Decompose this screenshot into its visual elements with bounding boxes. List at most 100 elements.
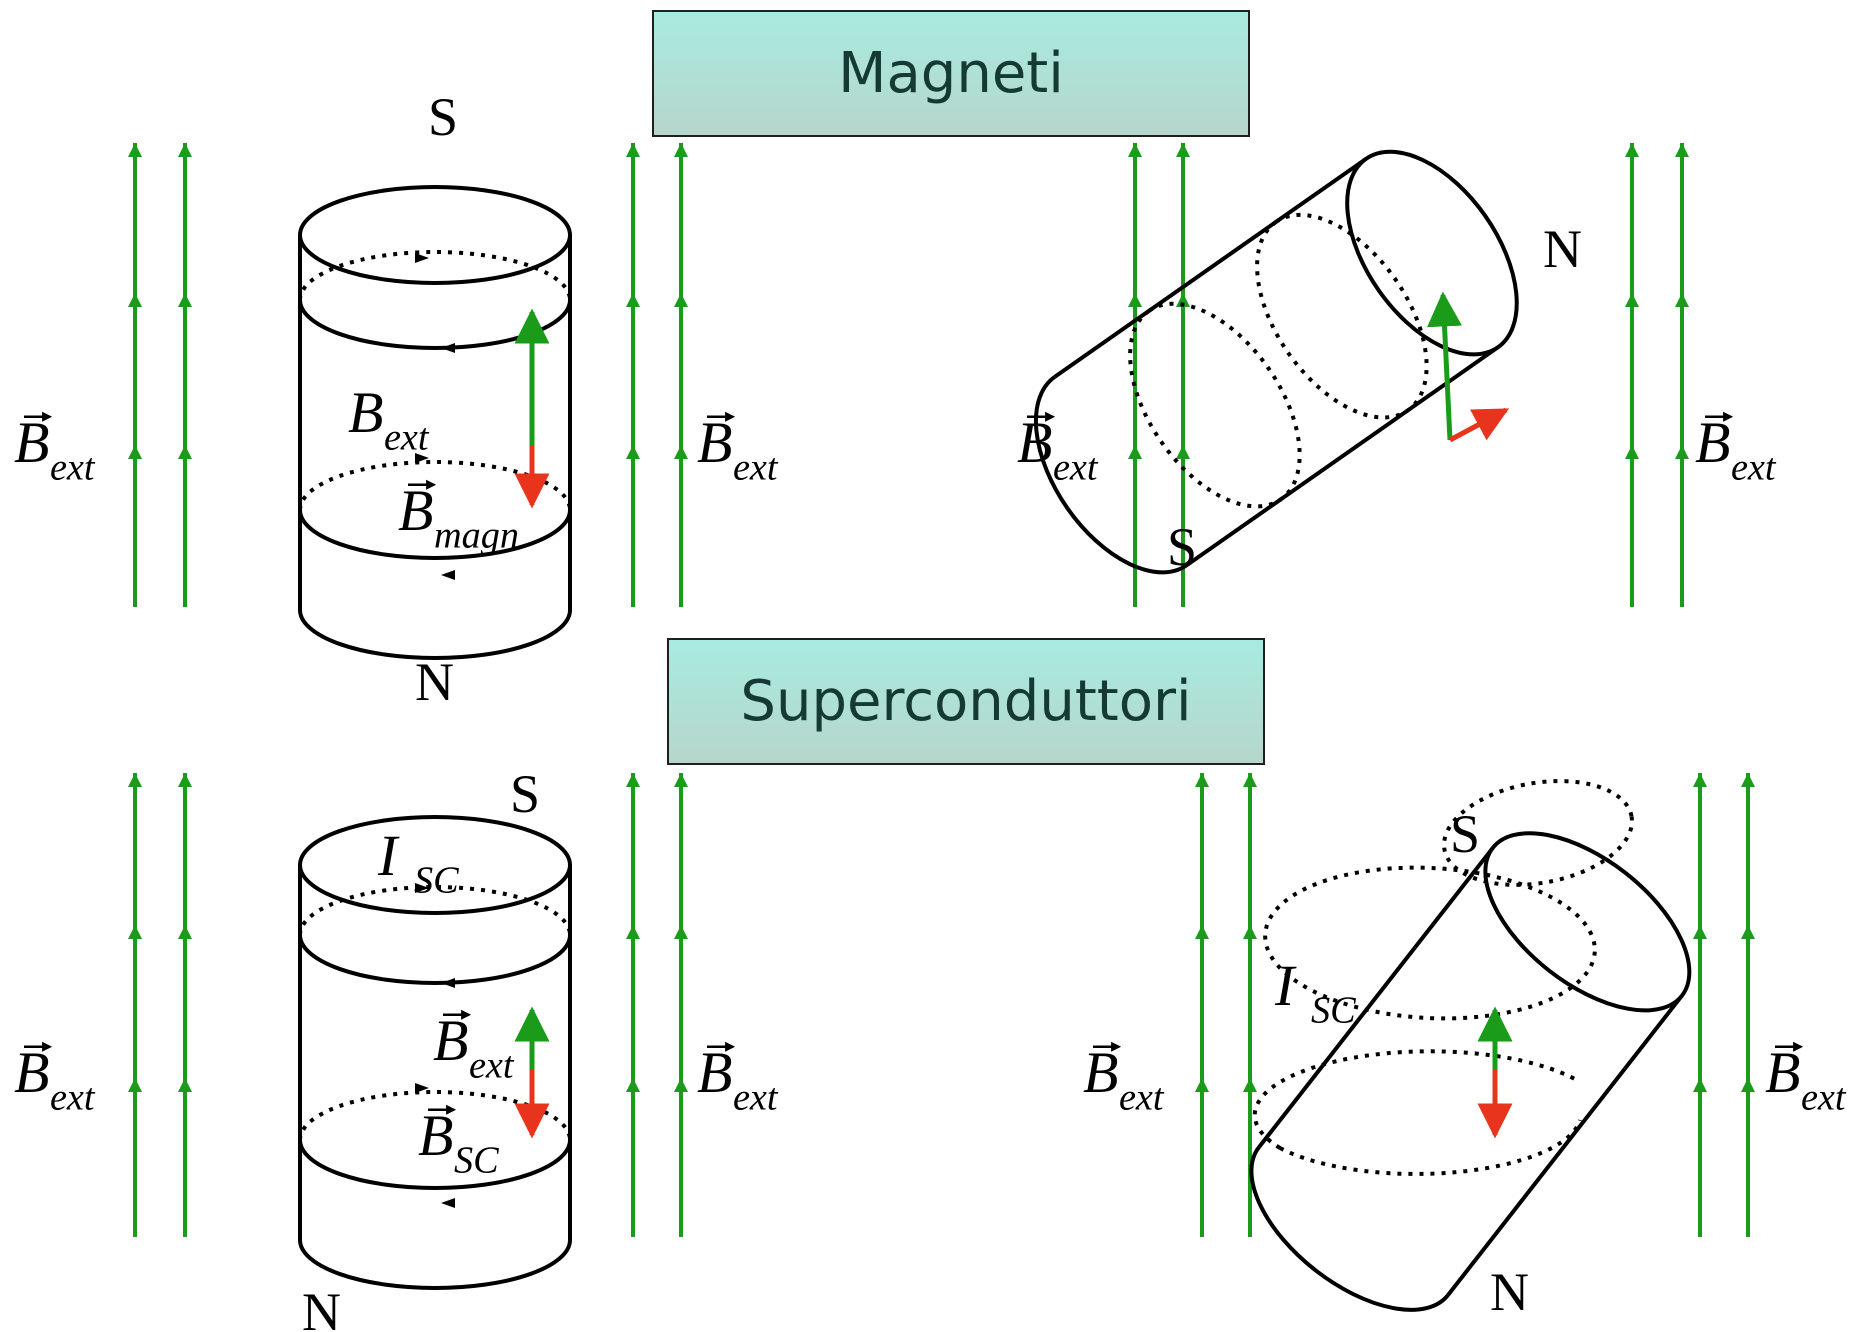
svg-text:ext: ext [1801,1076,1847,1118]
arrowhead-up-icon [1128,293,1142,307]
arrowhead-up-icon [1195,925,1209,939]
arrowhead-up-icon [128,1078,142,1092]
arrowhead-up-icon [626,143,640,157]
svg-text:magn: magn [434,514,519,556]
svg-text:ext: ext [469,1044,515,1086]
arrowhead-up-icon [1176,143,1190,157]
arrowhead-up-icon [1675,445,1689,459]
arrowhead-up-icon [674,293,688,307]
current-arrow-icon [441,570,455,580]
magnet-current-arrows [415,253,455,580]
arrowhead-up-icon [178,293,192,307]
arrowhead-up-icon [1625,143,1639,157]
svg-text:ext: ext [50,446,96,488]
arrowhead-up-icon [626,925,640,939]
vector-bext-tilted-magnet [1427,291,1462,441]
svg-text:ext: ext [384,416,430,458]
current-arrow-icon [441,978,455,988]
superconductor-cylinder-tilted [1249,779,1692,1312]
arrowhead-up-icon [674,925,688,939]
arrowhead-up-icon [1243,1078,1257,1092]
pole-s-bottom-right: S [1450,804,1480,864]
svg-text:ext: ext [50,1076,96,1118]
arrowhead-up-icon [674,143,688,157]
arrowhead-up-icon [178,143,192,157]
pole-n-top-right: N [1543,219,1582,279]
arrowhead-up-icon [1243,925,1257,939]
arrowhead-up-icon [1675,293,1689,307]
arrowhead-up-icon [128,143,142,157]
arrowhead-up-icon [1128,143,1142,157]
arrowhead-up-icon [626,773,640,787]
arrowhead-up-icon [178,773,192,787]
svg-text:I: I [377,823,400,888]
arrowhead-up-icon [674,773,688,787]
arrowhead-up-icon [626,445,640,459]
label-isc-right: I SC [1274,953,1356,1031]
arrowhead-up-icon [1243,773,1257,787]
arrowhead-up-icon [1741,1078,1755,1092]
arrowhead-up-icon [1741,925,1755,939]
svg-text:ext: ext [1119,1076,1165,1118]
arrowhead-up-icon [178,925,192,939]
arrowhead-up-icon [1693,925,1707,939]
arrowhead-up-icon [1741,773,1755,787]
arrowhead-up-icon [1693,773,1707,787]
arrowhead-up-icon [1128,445,1142,459]
arrowhead-up-icon [128,445,142,459]
current-arrow-icon [441,1198,455,1208]
title-superconduttori: Superconduttori [667,638,1265,765]
svg-text:SC: SC [454,1139,499,1181]
current-arrow-icon [415,453,429,463]
arrowhead-up-icon [128,293,142,307]
arrowhead-up-icon [1675,143,1689,157]
svg-text:ext: ext [733,1076,779,1118]
pole-s-top-right: S [1167,517,1197,577]
arrowhead-up-icon [178,445,192,459]
arrowhead-up-icon [178,1078,192,1092]
arrowhead-up-icon [626,293,640,307]
pole-n-top-left: N [415,652,454,712]
svg-text:SC: SC [414,859,459,901]
arrowhead-up-icon [1176,445,1190,459]
external-field-lines [128,143,1755,1237]
current-arrow-icon [415,253,429,263]
title-magneti: Magneti [652,10,1250,137]
arrowhead-up-icon [1625,445,1639,459]
magnet-cylinder-tilted [1033,149,1519,575]
current-arrow-icon [415,883,429,893]
svg-text:SC: SC [1311,989,1356,1031]
svg-text:ext: ext [733,446,779,488]
svg-text:ext: ext [1731,446,1777,488]
arrowhead-up-icon [128,773,142,787]
current-arrow-icon [441,343,455,353]
arrowhead-up-icon [1176,293,1190,307]
label-isc-left: I SC [377,823,459,901]
svg-text:B: B [348,380,383,445]
arrowhead-up-icon [1195,1078,1209,1092]
svg-text:ext: ext [1053,446,1099,488]
magnet-cylinder-aligned [298,185,572,660]
superconductor-cylinder-aligned [298,815,572,1290]
arrowhead-up-icon [674,1078,688,1092]
pole-s-bottom-left: S [510,764,540,824]
arrowhead-up-icon [674,445,688,459]
pole-n-bottom-right: N [1490,1262,1529,1322]
pole-n-bottom-left: N [302,1282,341,1332]
arrowhead-up-icon [1625,293,1639,307]
svg-text:I: I [1274,953,1297,1018]
arrowhead-up-icon [1195,773,1209,787]
